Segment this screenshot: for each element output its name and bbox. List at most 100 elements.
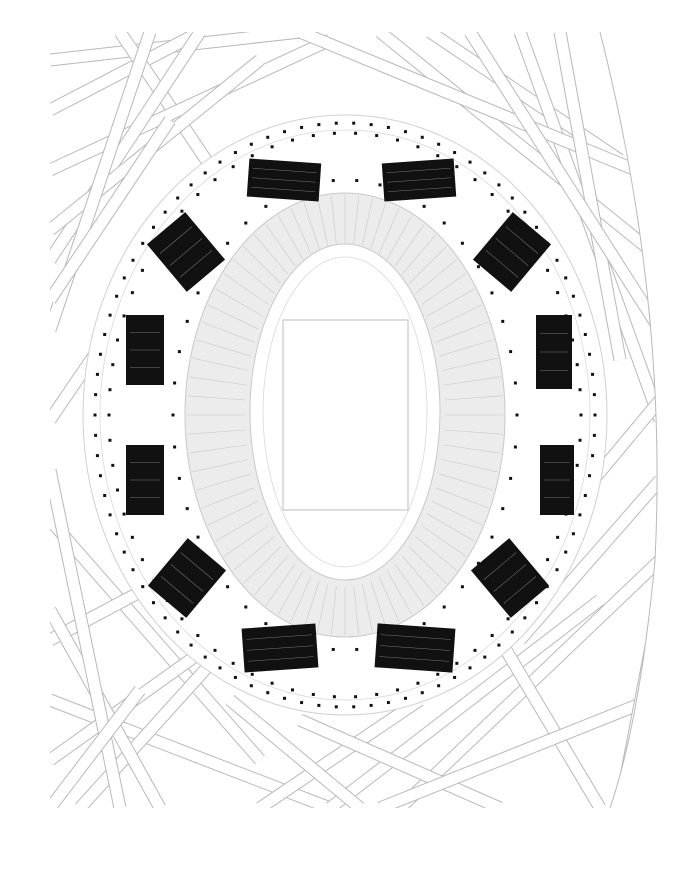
column-dot (332, 131, 336, 135)
core-block-detail (179, 250, 213, 278)
column-dot (94, 393, 98, 397)
lattice-beam-fill (297, 32, 658, 186)
seating-aisle (431, 500, 482, 526)
column-dot (369, 703, 373, 707)
column-dot (111, 363, 115, 367)
column-dot (250, 672, 254, 676)
seating-aisle (409, 246, 447, 284)
seating-aisle (277, 570, 303, 615)
seating-aisle (254, 234, 288, 275)
core-block-detail (252, 168, 317, 174)
column-dot (332, 695, 336, 699)
column-dot (226, 241, 230, 245)
column-dot (460, 585, 464, 589)
core-block (126, 315, 164, 385)
column-dot (250, 154, 254, 158)
core-block (246, 158, 322, 202)
column-dot (476, 265, 480, 269)
seating-aisle (265, 563, 296, 606)
column-dot (94, 433, 98, 437)
core-block (147, 538, 227, 618)
column-dot (103, 333, 107, 337)
seating-aisle (370, 581, 387, 628)
column-dot (196, 633, 200, 637)
column-dot (422, 622, 426, 626)
core-block-detail (379, 656, 450, 662)
column-dot (180, 209, 184, 213)
seating-aisle (378, 208, 400, 254)
column-dot (140, 268, 144, 272)
column-dot (283, 130, 287, 134)
lattice-beam-fill (326, 595, 604, 808)
column-dot (151, 225, 155, 229)
column-dot (476, 561, 480, 565)
seating-aisle (370, 202, 387, 249)
column-dot (108, 313, 112, 317)
column-dot (98, 474, 102, 478)
column-dot (130, 291, 134, 295)
seating-aisle (362, 584, 373, 632)
column-dot (300, 701, 304, 705)
column-dot (436, 154, 440, 158)
core-block-detail (252, 177, 316, 183)
column-dot (176, 630, 180, 634)
column-dot (468, 160, 472, 164)
column-dot (122, 512, 126, 516)
seating-aisle (265, 224, 296, 267)
seating-aisle (441, 357, 498, 371)
seating-aisle (415, 259, 457, 294)
column-dot (473, 178, 477, 182)
column-dot (311, 134, 315, 138)
column-dot (173, 445, 177, 449)
column-dot (523, 210, 527, 214)
column-dot (436, 672, 440, 676)
column-dot (386, 125, 390, 129)
seating-aisle (444, 429, 503, 435)
core-block-detail (247, 645, 313, 651)
column-dot (535, 601, 539, 605)
column-dot (196, 193, 200, 197)
column-dot (331, 647, 335, 651)
column-dot (422, 204, 426, 208)
seating-aisle (196, 473, 252, 491)
core-block-detail (387, 186, 452, 192)
column-dot (185, 319, 189, 323)
column-dot (203, 171, 207, 175)
seating-aisle (378, 576, 400, 622)
column-dot (578, 438, 582, 442)
seating-aisle (303, 581, 320, 628)
column-dot (218, 160, 222, 164)
column-dot (355, 179, 359, 183)
column-dot (497, 183, 501, 187)
column-dot (317, 703, 321, 707)
column-dot (588, 474, 592, 478)
seating-aisle (277, 215, 303, 260)
lattice-beam-fill (554, 32, 626, 361)
column-dot (570, 338, 574, 342)
column-dot (416, 145, 420, 149)
seating-rows (187, 195, 503, 635)
column-dot (375, 692, 379, 696)
lattice-beam-fill (515, 476, 658, 644)
column-dot (506, 209, 510, 213)
core-block-detail (159, 226, 193, 254)
column-dot (513, 381, 517, 385)
column-dot (317, 123, 321, 127)
seating-aisle (353, 195, 360, 244)
column-dot (108, 513, 112, 517)
column-dot (111, 463, 115, 467)
core-block-detail (493, 564, 527, 592)
column-dot (122, 276, 126, 280)
column-dot (122, 550, 126, 554)
seating-aisle (415, 536, 457, 571)
core-block (381, 158, 457, 202)
lattice-beam-fill (377, 694, 653, 808)
column-dot (108, 438, 112, 442)
column-dot (386, 701, 390, 705)
column-dot (218, 666, 222, 670)
column-dot (564, 276, 568, 280)
seating-aisle (192, 357, 249, 371)
seating-aisle (196, 339, 252, 357)
seating-aisle (290, 576, 312, 622)
